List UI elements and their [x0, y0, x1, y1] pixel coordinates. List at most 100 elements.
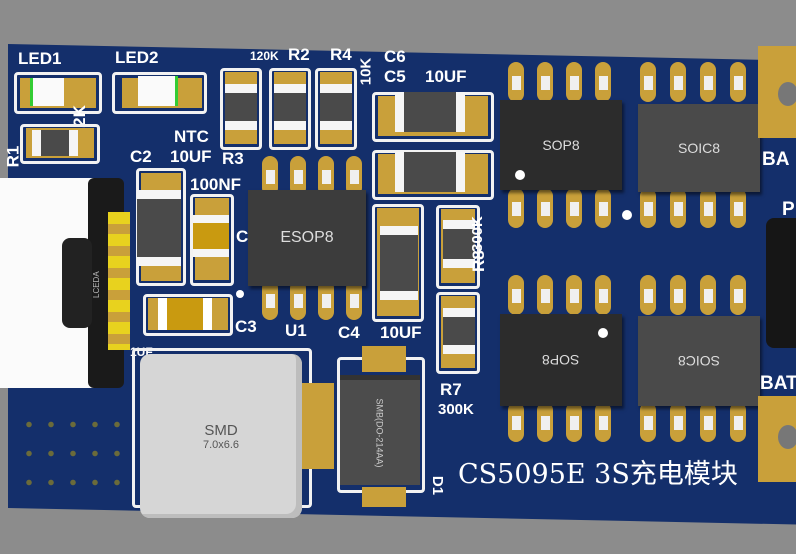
usb-tab [62, 238, 92, 328]
ic-pin [670, 402, 686, 442]
ic-pin [595, 275, 611, 315]
c-100nf-value: 100NF [190, 175, 242, 194]
mounting-hole [778, 82, 796, 106]
ic-pin [640, 402, 656, 442]
ic-pin [537, 402, 553, 442]
ic-pin [537, 275, 553, 315]
r4-outline [315, 68, 357, 150]
ic-pin [730, 188, 746, 228]
u1-label: U1 [285, 321, 307, 340]
ic-pin [595, 402, 611, 442]
ic-pin [537, 62, 553, 102]
ic-pin [700, 275, 716, 315]
soic8-chip-bottom: SOIC8 [638, 316, 760, 406]
r2-outline [269, 68, 311, 150]
c2 [137, 190, 181, 266]
ic-pin [290, 156, 306, 196]
r1 [32, 130, 78, 156]
cap-outline [372, 204, 424, 322]
ic-pin [640, 62, 656, 102]
c6-label: C6 [384, 47, 406, 66]
sop8-bottom-label: SOP8 [542, 352, 580, 368]
r8 [443, 220, 475, 268]
via-array [18, 410, 128, 490]
capacitor [380, 226, 418, 300]
r3 [225, 84, 257, 130]
ic-pin [700, 188, 716, 228]
r4 [320, 84, 352, 130]
ic-pin [537, 188, 553, 228]
ic-pin [670, 188, 686, 228]
ic-pin [730, 402, 746, 442]
r7-outline [436, 292, 480, 374]
r2-value: 120K [250, 49, 279, 63]
r7-label: R7 [440, 380, 462, 399]
r4-label: R4 [330, 45, 352, 64]
via-dot [622, 210, 632, 220]
ic-pin [508, 402, 524, 442]
ic-pin [670, 62, 686, 102]
ic-pin [700, 402, 716, 442]
c5 [395, 92, 465, 132]
ic-pin [318, 280, 334, 320]
ic-pin [318, 156, 334, 196]
c-100nf-outline [190, 194, 234, 286]
led1 [30, 78, 64, 106]
ic-pin [262, 280, 278, 320]
led1-outline [14, 72, 102, 114]
p-label: P [782, 199, 795, 220]
r2 [274, 84, 306, 130]
soic8-bottom-label: SOIC8 [677, 353, 720, 369]
ic-pin [595, 188, 611, 228]
c-100nf [193, 215, 229, 257]
diode-package: SMB(DO-214AA) [375, 397, 385, 468]
ic-pin [346, 156, 362, 196]
ic-pin [595, 62, 611, 102]
c2-label: C2 [130, 147, 152, 166]
ic-pin [566, 402, 582, 442]
c3 [158, 298, 212, 330]
r7 [443, 308, 475, 354]
c3-outline [143, 294, 233, 336]
led2-label: LED2 [115, 48, 159, 67]
ic-pin [262, 156, 278, 196]
inductor: SMD 7.0x6.6 [140, 354, 302, 518]
r8-value: 300K [469, 216, 486, 252]
r2-label: R2 [288, 45, 310, 64]
bat-bottom-label: BAT [760, 373, 796, 394]
inductor-pad [300, 383, 334, 469]
c2-value: 10UF [170, 147, 212, 166]
r8-outline [436, 205, 480, 289]
usb-pins [108, 212, 130, 350]
r1-label: R1 [3, 145, 23, 168]
c6 [395, 152, 465, 192]
ic-pin [566, 275, 582, 315]
r3-label: R3 [222, 149, 244, 168]
ic-pin [730, 275, 746, 315]
ic-pin [508, 188, 524, 228]
ic-pin [670, 275, 686, 315]
ntc-label: NTC [174, 127, 209, 146]
c3-label: C3 [235, 317, 257, 336]
usb-marking: LCEDA [92, 271, 101, 298]
soic8-chip-top: SOIC8 [638, 104, 760, 192]
d1-diode: SMB(DO-214AA) [340, 375, 420, 485]
d1-pad-bottom [362, 487, 406, 507]
ic-pin [508, 275, 524, 315]
pin1-dot [515, 170, 525, 180]
ic-pin [730, 62, 746, 102]
led2 [138, 76, 178, 106]
c4-label: C4 [338, 323, 360, 342]
ic-pin [700, 62, 716, 102]
pin1-dot [236, 290, 244, 298]
ic-pin [566, 188, 582, 228]
ic-pin [346, 280, 362, 320]
u1-esop8-chip: ESOP8 [248, 190, 366, 286]
d1-label: D1 [429, 475, 447, 496]
c6-outline [372, 150, 494, 200]
led2-outline [112, 72, 207, 114]
ic-pin [290, 280, 306, 320]
r3-outline [220, 68, 262, 150]
board-title: CS5095E 3S充电模块 [458, 459, 738, 490]
r4-value: 10K [357, 57, 375, 86]
